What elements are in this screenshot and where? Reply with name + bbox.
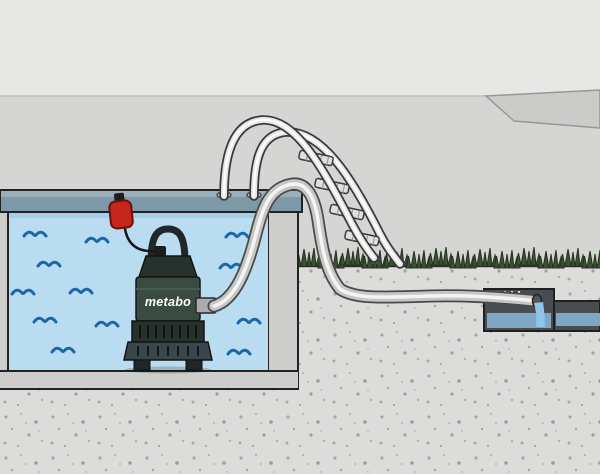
submersible-pump: metabo — [123, 225, 217, 374]
water-surface — [8, 212, 268, 218]
float-switch-cable — [123, 227, 156, 253]
concrete-texture — [0, 266, 600, 474]
pump-foot — [185, 359, 203, 371]
pump-intake-housing — [131, 320, 205, 343]
float-switch-body — [108, 199, 134, 230]
float-switch — [108, 192, 134, 230]
drain-water — [487, 313, 551, 328]
pool-ladder — [216, 120, 407, 267]
metabo-logo: metabo — [145, 295, 191, 309]
base-slots — [137, 346, 199, 356]
intake-slots — [139, 325, 197, 338]
pump-foot — [133, 359, 151, 371]
pool-right-wall — [267, 211, 299, 390]
pump-handle — [147, 225, 189, 266]
water-stream — [534, 302, 545, 327]
pool-coping-highlight — [1, 191, 301, 197]
pool-left-wall — [0, 212, 8, 389]
pool-floor-slab — [0, 371, 298, 389]
pump-motor-top — [137, 255, 199, 278]
cable-gland — [154, 246, 166, 256]
drain-outlet-water — [556, 313, 600, 326]
walkway-curb — [484, 89, 600, 129]
